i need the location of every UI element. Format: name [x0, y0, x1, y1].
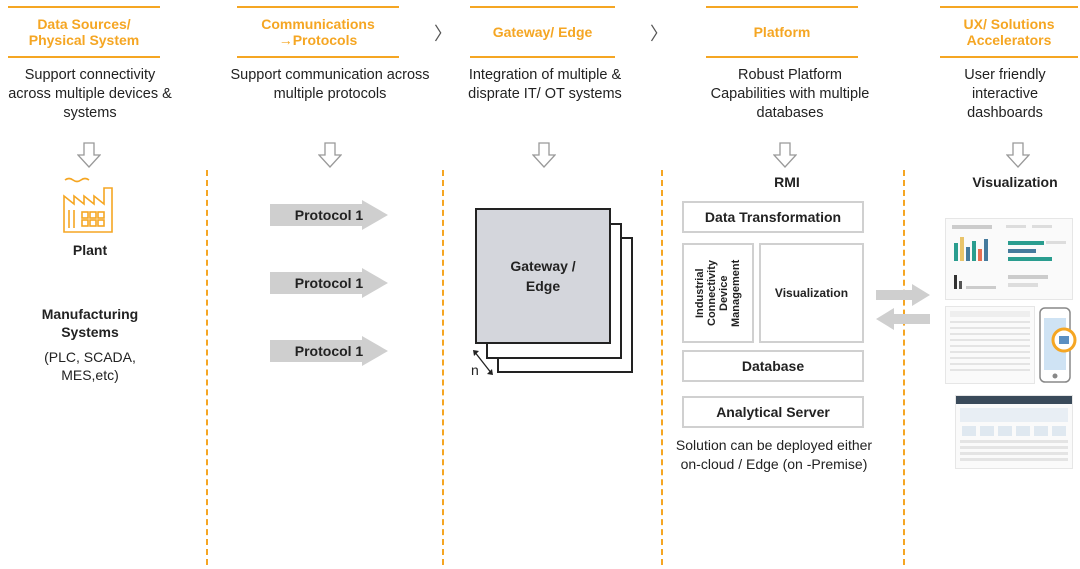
protocol-arrow: Protocol 1 [270, 336, 388, 366]
visualization-box: Visualization [759, 243, 864, 343]
desc-ux: User friendly interactive dashboards [964, 67, 1046, 121]
dashboard-thumbnail [945, 306, 1035, 384]
dashboard-thumbnail [955, 395, 1073, 469]
platform-title: RMI [774, 174, 800, 190]
database-box: Database [682, 350, 864, 382]
column-divider [903, 170, 905, 565]
header-platform: Platform [706, 6, 858, 58]
chevron-right-icon: 〉 [434, 24, 452, 44]
header-gateway: Gateway/ Edge [470, 6, 615, 58]
protocol-arrow: Protocol 1 [270, 268, 388, 298]
factory-icon [63, 177, 113, 233]
diagonal-double-arrow-icon [473, 350, 493, 375]
down-arrow-icon [773, 142, 797, 168]
column-divider [661, 170, 663, 565]
protocol-arrow: Protocol 1 [270, 200, 388, 230]
analytical-server-box: Analytical Server [682, 396, 864, 428]
data-transformation-box: Data Transformation [682, 201, 864, 233]
column-divider [206, 170, 208, 565]
arrow-right-icon [876, 284, 930, 306]
desc-gateway: Integration of multiple & disprate IT/ O… [468, 67, 622, 102]
protocol-label: Protocol 1 [294, 275, 364, 291]
down-arrow-icon [1006, 142, 1030, 168]
gateway-box: Gateway / Edge [475, 208, 611, 344]
arrow-left-icon [876, 308, 930, 330]
icdm-box: Industrial Connectivity Device Managemen… [682, 243, 754, 343]
header-ux: UX/ Solutions Accelerators [940, 6, 1078, 58]
desc-platform: Robust Platform Capabilities with multip… [710, 67, 870, 121]
icdm-label: Industrial Connectivity Device Managemen… [694, 259, 742, 327]
chevron-right-icon: 〉 [650, 24, 668, 44]
mobile-dashboard-icon [1039, 307, 1077, 383]
gateway-label: Gateway / Edge [510, 258, 576, 294]
dashboard-thumbnail [945, 218, 1073, 300]
ux-title: Visualization [972, 174, 1058, 190]
manufacturing-systems-title: Manufacturing Systems [41, 306, 139, 340]
desc-communications: Support communication across multiple pr… [230, 67, 430, 102]
down-arrow-icon [77, 142, 101, 168]
down-arrow-icon [532, 142, 556, 168]
manufacturing-systems-sub: (PLC, SCADA, MES,etc) [44, 349, 136, 383]
down-arrow-icon [318, 142, 342, 168]
column-divider [442, 170, 444, 565]
header-data-sources: Data Sources/ Physical System [8, 6, 160, 58]
deployment-note: Solution can be deployed either on-cloud… [675, 437, 873, 472]
protocol-label: Protocol 1 [294, 207, 364, 223]
desc-data-sources: Support connectivity across multiple dev… [8, 67, 172, 121]
header-communications: Communications →Protocols [237, 6, 399, 58]
plant-label: Plant [72, 242, 108, 258]
protocol-label: Protocol 1 [294, 343, 364, 359]
gateway-count-label: n [471, 362, 479, 378]
